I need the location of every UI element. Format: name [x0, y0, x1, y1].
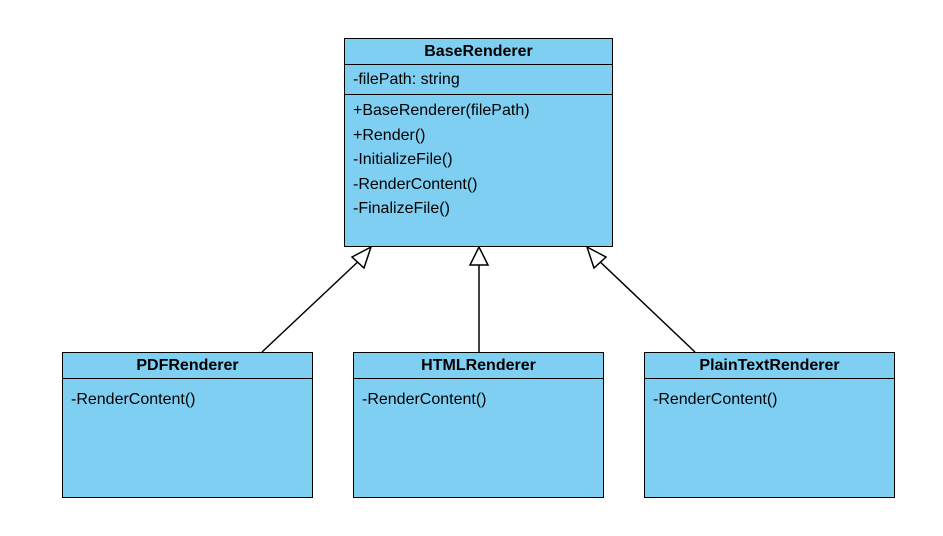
- methods-compartment: -RenderContent(): [63, 379, 312, 413]
- edge-html-to-base: [468, 245, 490, 352]
- methods-compartment: -RenderContent(): [645, 379, 894, 413]
- attribute-item: -filePath: string: [353, 71, 460, 88]
- class-base-renderer[interactable]: BaseRenderer -filePath: string +BaseRend…: [344, 38, 613, 247]
- method-item: -RenderContent(): [653, 391, 778, 408]
- methods-compartment: +BaseRenderer(filePath) +Render() -Initi…: [345, 95, 612, 222]
- method-item: +Render(): [353, 126, 426, 144]
- generalization-arrowhead: [350, 245, 373, 270]
- attributes-compartment: -filePath: string: [345, 65, 612, 95]
- generalization-arrowhead: [468, 245, 490, 266]
- method-item: -InitializeFile(): [353, 151, 453, 168]
- method-item: +BaseRenderer(filePath): [353, 102, 530, 119]
- edge-plain-to-base: [585, 245, 696, 353]
- class-pdf-renderer[interactable]: PDFRenderer -RenderContent(): [62, 352, 313, 498]
- method-item: -FinalizeFile(): [353, 200, 450, 217]
- method-item: -RenderContent(): [71, 391, 196, 408]
- generalization-arrowhead: [585, 245, 608, 270]
- class-name: PlainTextRenderer: [645, 353, 894, 379]
- class-name: BaseRenderer: [345, 39, 612, 65]
- methods-compartment: -RenderContent(): [354, 379, 603, 413]
- class-name: PDFRenderer: [63, 353, 312, 379]
- method-item: -RenderContent(): [353, 175, 478, 193]
- class-html-renderer[interactable]: HTMLRenderer -RenderContent(): [353, 352, 604, 498]
- class-plaintext-renderer[interactable]: PlainTextRenderer -RenderContent(): [644, 352, 895, 498]
- class-name: HTMLRenderer: [354, 353, 603, 379]
- edge-pdf-to-base: [261, 245, 373, 353]
- method-item: -RenderContent(): [362, 391, 487, 408]
